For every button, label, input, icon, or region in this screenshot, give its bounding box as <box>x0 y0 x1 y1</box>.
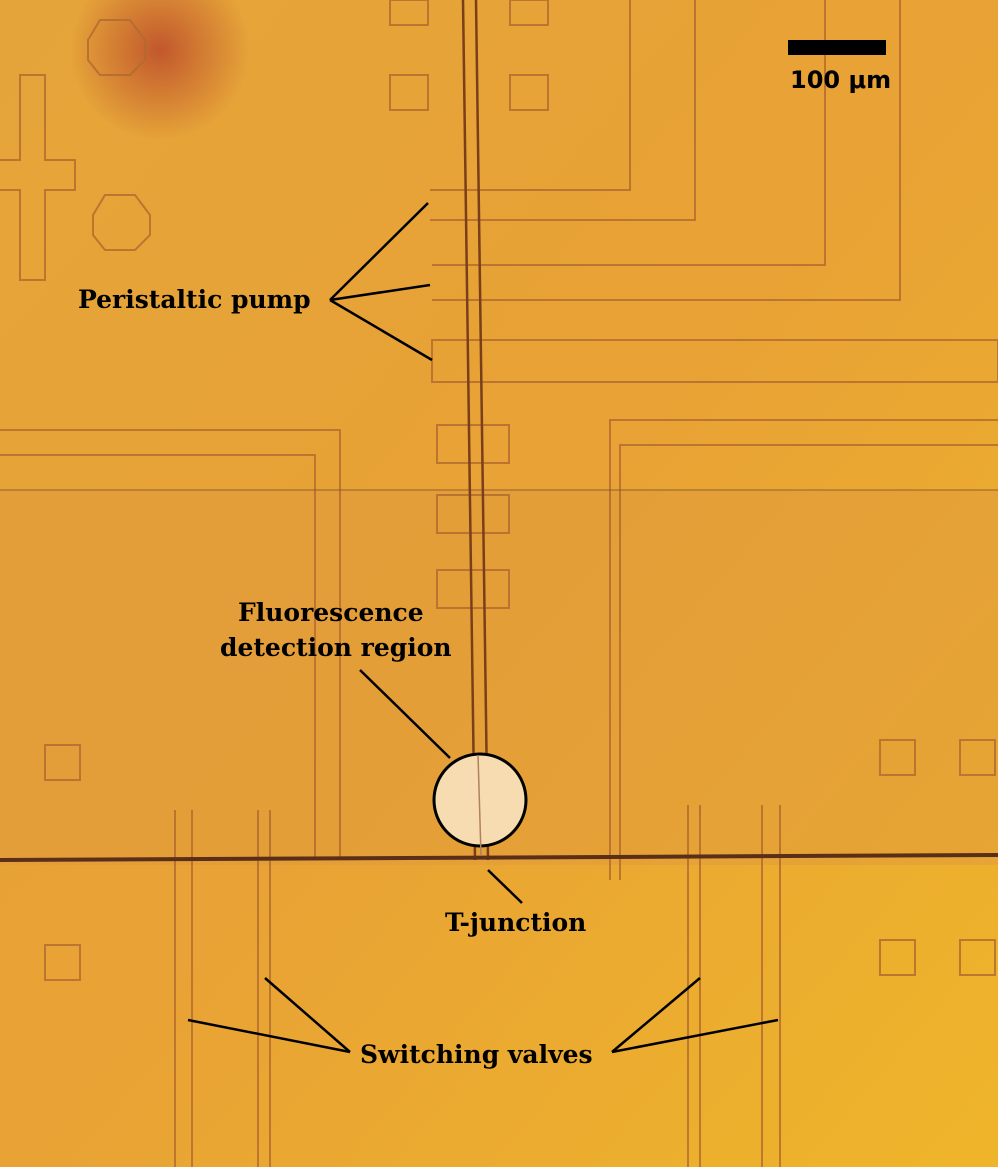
cross-channel <box>0 853 998 862</box>
label-fluorescence-line2: detection region <box>220 633 452 662</box>
label-peristaltic-pump: Peristaltic pump <box>78 285 311 314</box>
label-t-junction: T-junction <box>445 908 587 937</box>
label-switching-valves: Switching valves <box>360 1040 593 1069</box>
stain <box>70 0 250 140</box>
scale-bar <box>788 40 886 55</box>
annotation-leader-lines <box>187 202 779 1054</box>
main-channel <box>461 0 490 861</box>
label-fluorescence-line1: Fluorescence <box>238 598 424 627</box>
scale-bar-label: 100 μm <box>790 66 892 94</box>
